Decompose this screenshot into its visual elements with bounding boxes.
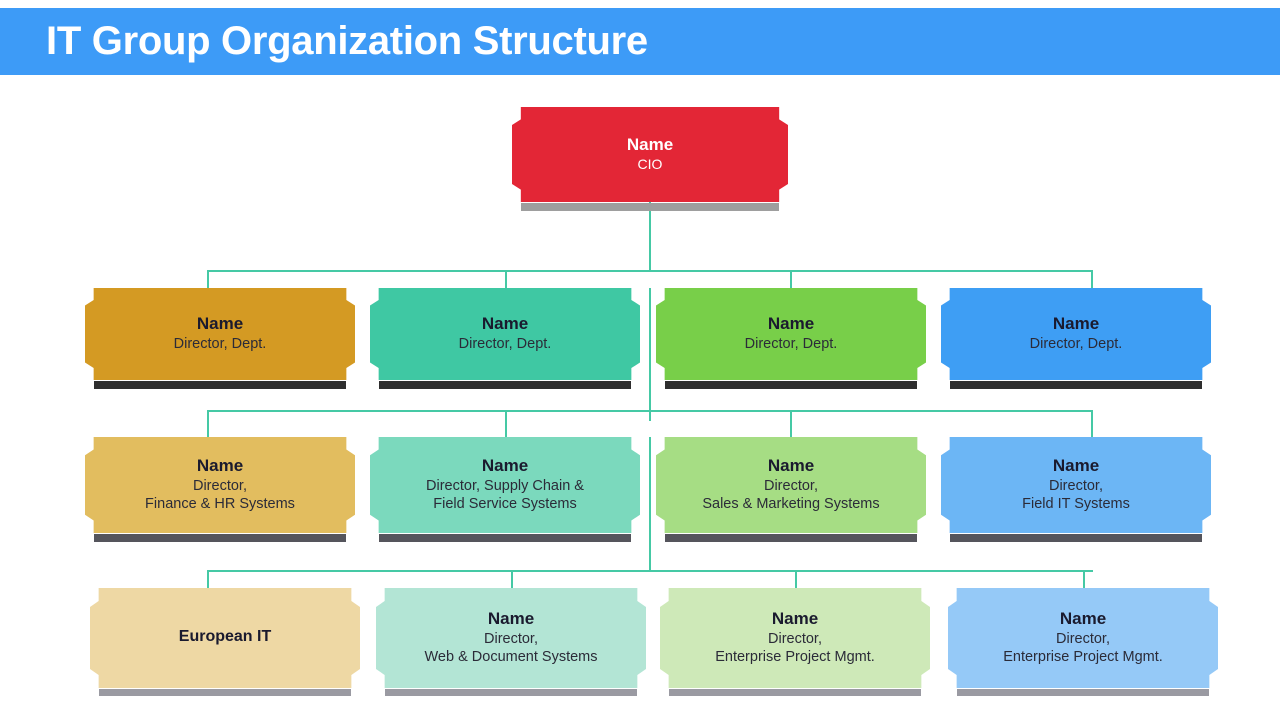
org-node-title: European IT	[178, 627, 272, 645]
org-node-subtitle: Director, Dept.	[744, 336, 838, 353]
connector-row3-drop-1	[207, 410, 209, 438]
org-node-cio[interactable]: Name CIO	[512, 107, 788, 211]
org-node-subtitle: Director, Dept.	[173, 336, 267, 353]
org-node-title: Name	[767, 456, 815, 476]
org-node-title: Name	[626, 135, 674, 155]
org-node-shadow	[378, 534, 632, 542]
connector-row4-drop-3	[795, 570, 797, 590]
org-node-title: Name	[481, 456, 529, 476]
connector-row3-drop-3	[790, 410, 792, 438]
connector-row4-trunk	[649, 437, 651, 572]
connector-row4-drop-4	[1083, 570, 1085, 590]
connector-row2-drop-1	[207, 270, 209, 290]
org-node-shadow	[378, 381, 632, 389]
org-node-subtitle: Director, Finance & HR Systems	[145, 478, 295, 513]
org-node-body: Name CIO	[512, 107, 788, 202]
org-node-shadow	[520, 203, 780, 211]
connector-row3-drop-2	[505, 410, 507, 438]
org-node-shadow	[664, 381, 918, 389]
org-node-subtitle: Director, Enterprise Project Mgmt.	[1003, 631, 1163, 666]
org-node-body: Name Director, Dept.	[85, 288, 355, 380]
org-node-r3c4[interactable]: Name Director, Field IT Systems	[941, 437, 1211, 542]
org-node-r3c3[interactable]: Name Director, Sales & Marketing Systems	[656, 437, 926, 542]
org-node-title: Name	[1059, 609, 1107, 629]
org-node-r3c1[interactable]: Name Director, Finance & HR Systems	[85, 437, 355, 542]
org-node-r2c4[interactable]: Name Director, Dept.	[941, 288, 1211, 389]
org-node-r4c4[interactable]: Name Director, Enterprise Project Mgmt.	[948, 588, 1218, 696]
org-node-body: Name Director, Dept.	[941, 288, 1211, 380]
org-node-subtitle: Director, Field IT Systems	[1022, 478, 1130, 513]
org-node-subtitle: CIO	[637, 156, 663, 173]
org-node-body: Name Director, Dept.	[370, 288, 640, 380]
org-node-body: Name Director, Enterprise Project Mgmt.	[948, 588, 1218, 688]
connector-row2-bus	[207, 270, 1093, 272]
org-node-subtitle: Director, Dept.	[458, 336, 552, 353]
org-node-r4c2[interactable]: Name Director, Web & Document Systems	[376, 588, 646, 696]
org-node-shadow	[949, 381, 1203, 389]
org-node-body: Name Director, Field IT Systems	[941, 437, 1211, 533]
connector-row2-drop-4	[1091, 270, 1093, 290]
org-node-body: Name Director, Finance & HR Systems	[85, 437, 355, 533]
org-node-title: Name	[196, 314, 244, 334]
org-node-subtitle: Director, Enterprise Project Mgmt.	[715, 631, 875, 666]
org-node-r2c3[interactable]: Name Director, Dept.	[656, 288, 926, 389]
org-node-shadow	[93, 534, 347, 542]
org-node-body: Name Director, Enterprise Project Mgmt.	[660, 588, 930, 688]
org-node-title: Name	[1052, 456, 1100, 476]
connector-row3-drop-4	[1091, 410, 1093, 438]
org-node-shadow	[668, 689, 922, 696]
org-node-shadow	[93, 381, 347, 389]
org-node-subtitle: Director, Supply Chain & Field Service S…	[426, 478, 584, 513]
org-node-r2c1[interactable]: Name Director, Dept.	[85, 288, 355, 389]
org-node-title: Name	[481, 314, 529, 334]
connector-row3-trunk	[649, 288, 651, 421]
connector-row2-drop-3	[790, 270, 792, 290]
org-node-shadow	[384, 689, 638, 696]
connector-row3-bus	[207, 410, 1093, 412]
org-node-subtitle: Director, Sales & Marketing Systems	[702, 478, 880, 513]
org-node-title: Name	[196, 456, 244, 476]
org-node-shadow	[956, 689, 1210, 696]
org-node-r4c1[interactable]: European IT	[90, 588, 360, 696]
connector-row4-drop-1	[207, 570, 209, 590]
connector-row4-bus	[207, 570, 1093, 572]
org-node-body: Name Director, Dept.	[656, 288, 926, 380]
page-title: IT Group Organization Structure	[46, 19, 648, 63]
connector-row4-drop-2	[511, 570, 513, 590]
org-node-r2c2[interactable]: Name Director, Dept.	[370, 288, 640, 389]
org-node-body: Name Director, Sales & Marketing Systems	[656, 437, 926, 533]
org-node-subtitle: Director, Dept.	[1029, 336, 1123, 353]
org-node-body: European IT	[90, 588, 360, 688]
org-node-body: Name Director, Supply Chain & Field Serv…	[370, 437, 640, 533]
page-header-banner: IT Group Organization Structure	[0, 8, 1280, 75]
connector-row2-drop-2	[505, 270, 507, 290]
org-node-title: Name	[487, 609, 535, 629]
org-node-r3c2[interactable]: Name Director, Supply Chain & Field Serv…	[370, 437, 640, 542]
org-node-r4c3[interactable]: Name Director, Enterprise Project Mgmt.	[660, 588, 930, 696]
connector-cio-trunk	[649, 202, 651, 271]
org-node-title: Name	[771, 609, 819, 629]
org-node-shadow	[98, 689, 352, 696]
org-node-shadow	[949, 534, 1203, 542]
org-node-shadow	[664, 534, 918, 542]
org-node-body: Name Director, Web & Document Systems	[376, 588, 646, 688]
org-node-subtitle: Director, Web & Document Systems	[424, 631, 598, 666]
org-node-title: Name	[767, 314, 815, 334]
org-node-title: Name	[1052, 314, 1100, 334]
